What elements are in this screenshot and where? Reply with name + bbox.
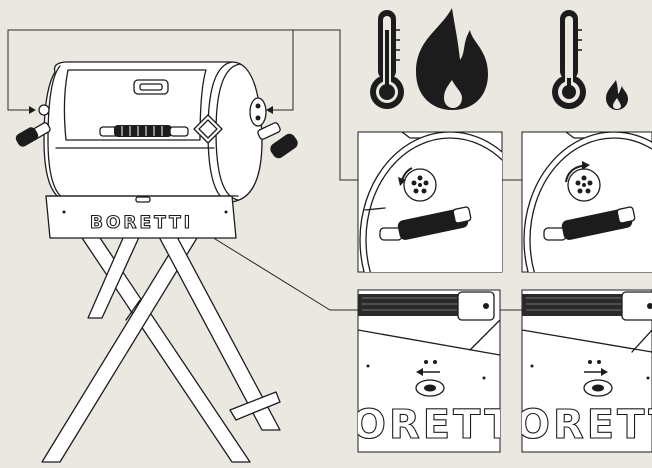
side-vent-left (39, 105, 49, 115)
brand-logo-cropped: ORETT (352, 402, 515, 448)
side-vent (250, 98, 266, 126)
arrow-left-head (29, 106, 36, 114)
lid-handle (100, 125, 188, 137)
vent-slider (136, 197, 150, 202)
grill-barrel (14, 62, 300, 202)
flame-small-icon (606, 80, 628, 110)
panel-slider-right: ORETT (516, 290, 652, 452)
grill-stand (42, 220, 280, 462)
lid-nameplate (134, 80, 168, 94)
grill-front-panel: BORETTI (46, 196, 238, 238)
thermometer-low-icon (552, 10, 586, 109)
arrow-right-head (266, 106, 273, 114)
connector-to-vent-panel (293, 30, 358, 180)
side-handle-right (257, 122, 300, 161)
handle-end (170, 127, 188, 136)
flame-large-icon (416, 8, 488, 110)
handle-grip (114, 125, 172, 137)
handle-grip (358, 294, 462, 316)
brand-logo-cropped: ORETT (516, 402, 652, 448)
grill-illustration: BORETTI (14, 62, 300, 462)
panel-slider-left: ORETT (352, 290, 515, 452)
brand-logo: BORETTI (90, 213, 193, 233)
handle-grip (522, 294, 626, 316)
heat-icons (370, 8, 628, 110)
thermometer-high-icon (370, 10, 404, 109)
